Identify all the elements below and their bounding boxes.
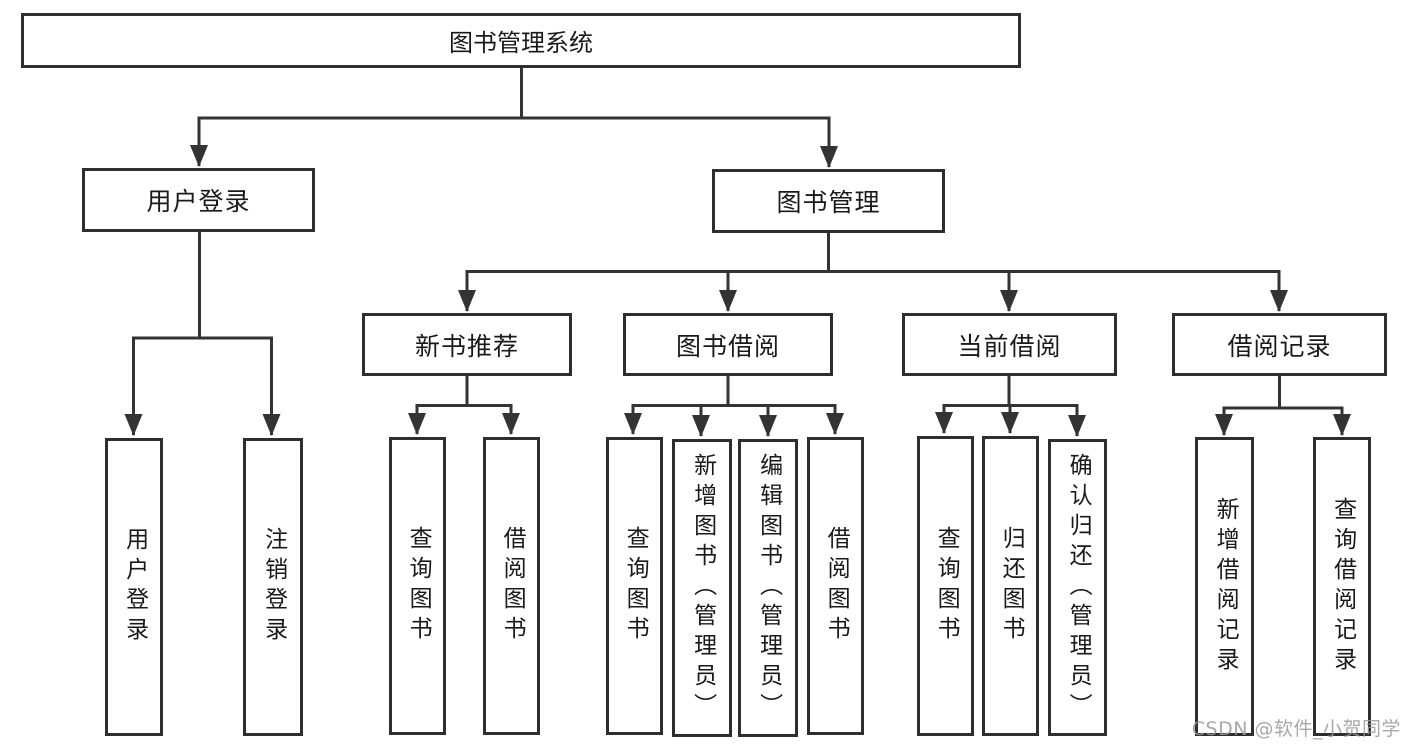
leaf-label: 查询图书: [405, 526, 432, 646]
leaf-query-borrow-record: 查询借阅记录: [1313, 437, 1371, 736]
node-library-system: 图书管理系统: [21, 13, 1021, 68]
leaf-label: 借阅图书: [499, 526, 526, 646]
leaf-label: 确认归还（管理员）: [1065, 452, 1092, 723]
leaf-label: 注销登录: [260, 527, 287, 647]
leaf-query-books-recommend: 查询图书: [389, 437, 446, 735]
leaf-query-books-current: 查询图书: [917, 436, 974, 736]
leaf-label: 查询图书: [622, 526, 649, 646]
leaf-label: 新增图书（管理员）: [689, 453, 716, 723]
leaf-label: 查询图书: [933, 526, 960, 646]
node-borrowing-records: 借阅记录: [1172, 313, 1387, 376]
leaf-label: 归还图书: [998, 526, 1025, 646]
node-user-login: 用户登录: [82, 168, 315, 232]
node-new-book-recommendation: 新书推荐: [362, 313, 572, 376]
leaf-label: 编辑图书（管理员）: [755, 453, 782, 723]
node-current-borrowing: 当前借阅: [902, 313, 1117, 376]
node-book-management: 图书管理: [712, 169, 945, 233]
csdn-watermark: CSDN @软件_小贺同学: [1191, 718, 1401, 740]
leaf-label: 借阅图书: [823, 526, 850, 646]
leaf-add-books-admin: 新增图书（管理员）: [672, 439, 732, 737]
leaf-return-books: 归还图书: [982, 436, 1039, 736]
leaf-label: 用户登录: [121, 527, 148, 647]
leaf-label: 查询借阅记录: [1329, 496, 1356, 677]
leaf-add-borrow-record: 新增借阅记录: [1195, 437, 1254, 736]
leaf-user-login: 用户登录: [105, 438, 163, 736]
leaf-edit-books-admin: 编辑图书（管理员）: [738, 439, 798, 737]
leaf-logout: 注销登录: [243, 438, 303, 736]
node-book-borrowing: 图书借阅: [623, 313, 833, 376]
leaf-label: 新增借阅记录: [1212, 496, 1239, 677]
leaf-query-books-borrowing: 查询图书: [606, 437, 663, 735]
leaf-confirm-return-admin: 确认归还（管理员）: [1048, 439, 1107, 736]
leaf-borrow-books: 借阅图书: [807, 437, 864, 735]
leaf-borrow-books-recommend: 借阅图书: [483, 437, 540, 735]
